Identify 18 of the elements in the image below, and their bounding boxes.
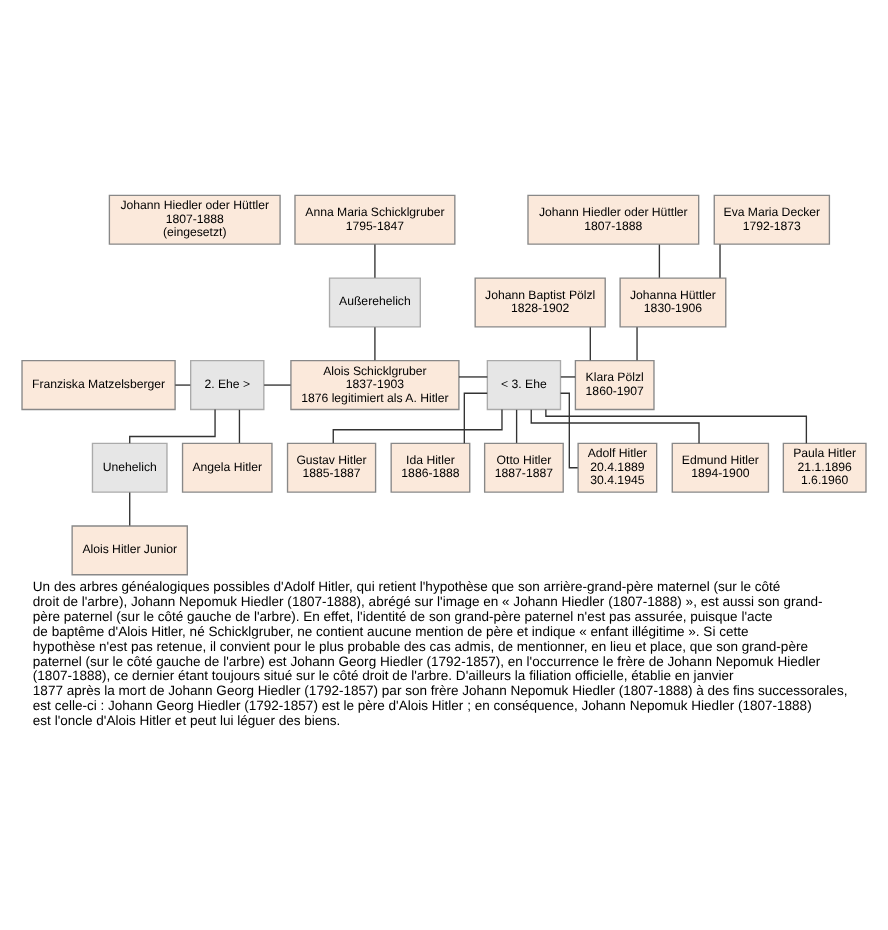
connector: [560, 376, 576, 378]
connector: [238, 409, 241, 444]
connector: [332, 408, 503, 444]
connector: [458, 376, 488, 378]
connector: [374, 243, 376, 279]
connector: [559, 392, 579, 469]
connector: [515, 409, 518, 444]
connector: [174, 384, 191, 386]
connector: [545, 408, 808, 444]
connector: [658, 243, 661, 279]
connector: [636, 326, 638, 361]
connector: [463, 392, 488, 444]
connector: [589, 326, 591, 361]
connector: [719, 243, 721, 279]
connector: [129, 491, 131, 527]
connector: [374, 326, 376, 361]
connector: [263, 384, 292, 386]
connector: [530, 409, 700, 444]
